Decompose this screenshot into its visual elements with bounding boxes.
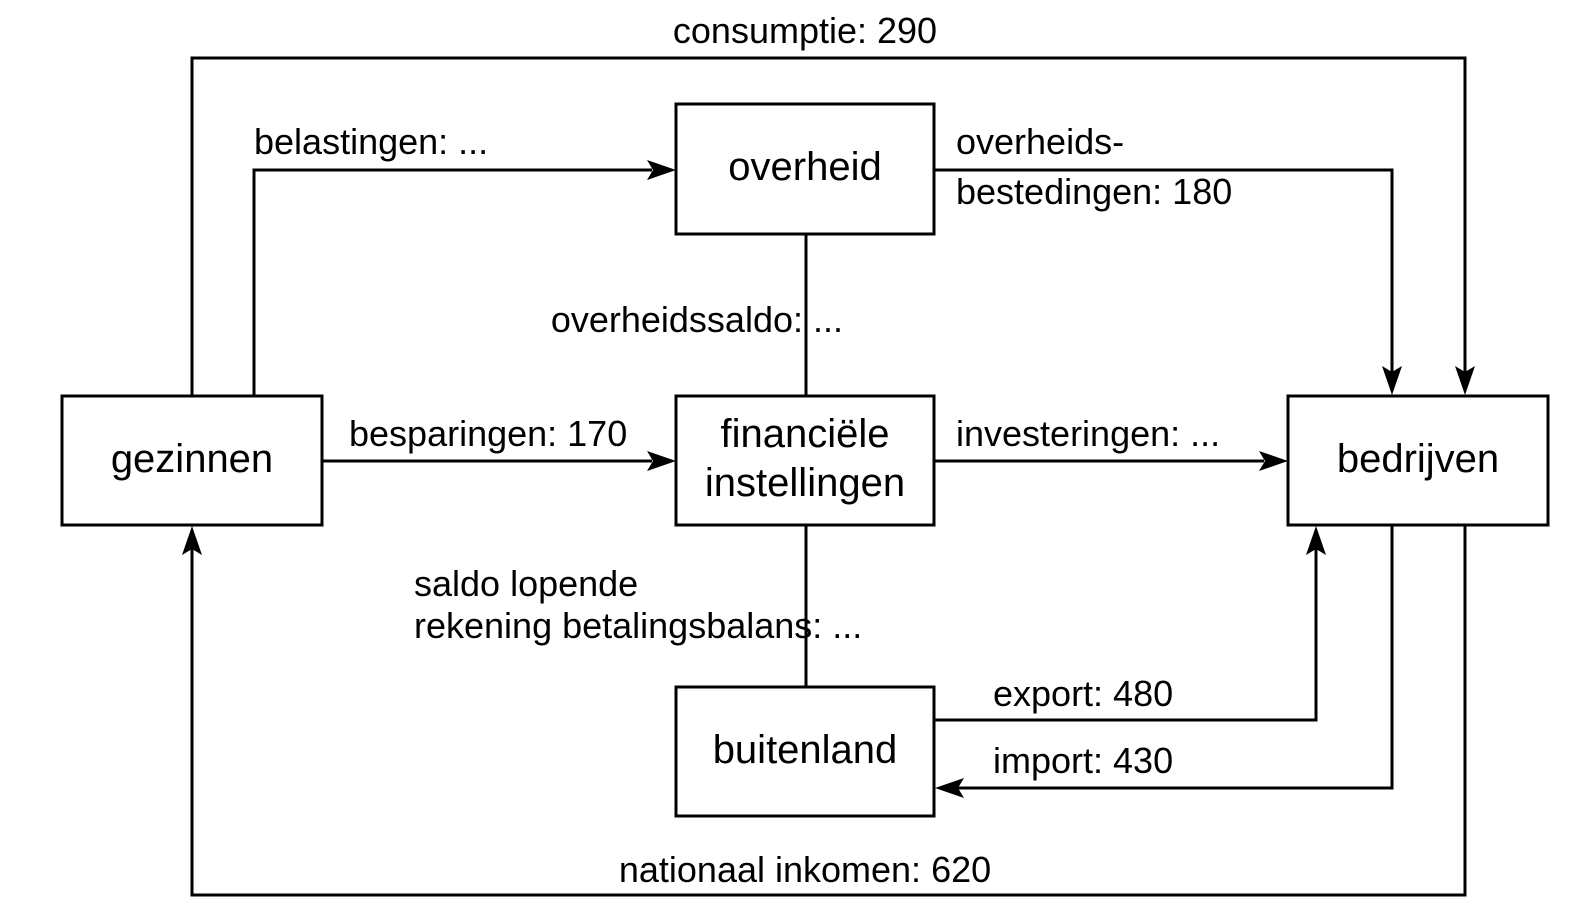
overheid-label: overheid xyxy=(728,145,881,189)
nationaal-inkomen-arrow xyxy=(190,525,1467,897)
buitenland-label: buitenland xyxy=(713,728,898,772)
belastingen-arrowhead xyxy=(647,160,676,180)
overheidsbestedingen-arrowhead xyxy=(1382,366,1402,395)
financiele-instellingen-box xyxy=(674,394,936,527)
investeringen-arrowhead xyxy=(1259,451,1288,471)
export-label: export: 480 xyxy=(993,673,1173,714)
gezinnen-label: gezinnen xyxy=(111,437,273,481)
buitenland-box xyxy=(674,685,936,818)
import-label: import: 430 xyxy=(993,740,1173,781)
financiele-instellingen-label-line1: financiële xyxy=(720,412,889,456)
consumptie-label: consumptie: 290 xyxy=(673,10,937,51)
besparingen-label: besparingen: 170 xyxy=(349,413,627,454)
import-arrowhead xyxy=(935,778,964,798)
nationaal-inkomen-label: nationaal inkomen: 620 xyxy=(619,849,991,890)
overheidsbestedingen-label-line2: bestedingen: 180 xyxy=(956,171,1232,212)
consumptie-arrow xyxy=(190,56,1467,396)
saldo-lopende-rekening-label-line1: saldo lopende xyxy=(414,563,638,604)
belastingen-arrow xyxy=(252,168,652,396)
belastingen-label: belastingen: ... xyxy=(254,121,488,162)
bedrijven-box xyxy=(1286,394,1550,527)
overheidssaldo-label: overheidssaldo: ... xyxy=(551,299,843,340)
saldo-lopende-rekening-label-line2: rekening betalingsbalans: ... xyxy=(414,605,862,646)
consumptie-arrowhead xyxy=(1455,366,1475,395)
nationaal-inkomen-arrowhead xyxy=(182,526,202,555)
overheidsbestedingen-label-line1: overheids- xyxy=(956,121,1124,162)
gezinnen-box xyxy=(60,394,324,527)
export-arrowhead xyxy=(1306,526,1326,555)
overheid-box xyxy=(674,102,936,236)
overheidsbestedingen-arrow xyxy=(934,168,1394,372)
export-arrow xyxy=(934,548,1318,722)
investeringen-label: investeringen: ... xyxy=(956,413,1220,454)
bedrijven-label: bedrijven xyxy=(1337,437,1499,481)
financiele-instellingen-label-line2: instellingen xyxy=(705,461,905,505)
import-arrow xyxy=(958,525,1394,790)
besparingen-arrowhead xyxy=(647,451,676,471)
